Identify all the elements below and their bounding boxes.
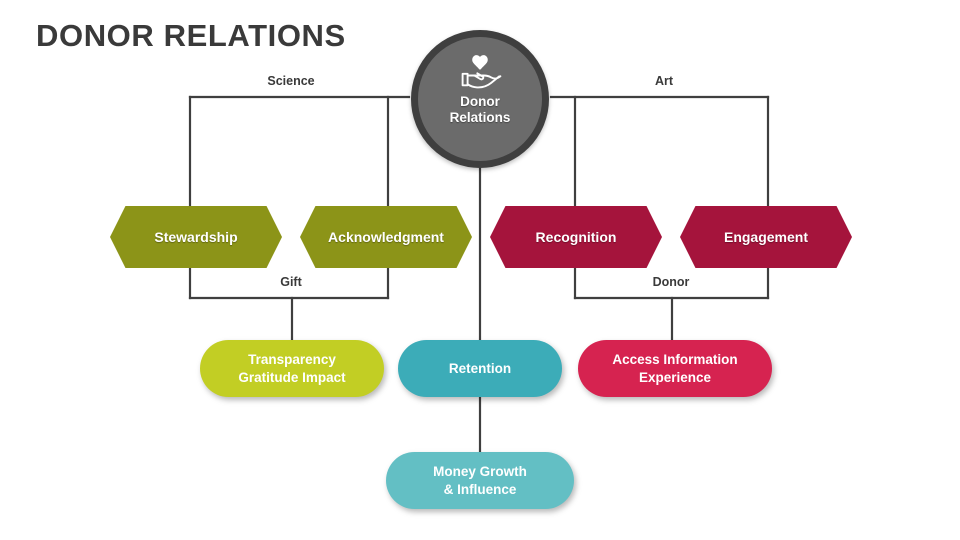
hexagon-acknowledgment-label: Acknowledgment bbox=[328, 229, 444, 245]
box-transparency-label: Transparency Gratitude Impact bbox=[238, 351, 345, 386]
hexagon-engagement[interactable]: Engagement bbox=[680, 206, 852, 268]
center-node-label-line1: Donor bbox=[460, 94, 500, 109]
box-retention-label: Retention bbox=[448, 360, 512, 376]
hexagon-stewardship-label: Stewardship bbox=[154, 229, 238, 245]
page-title: DONOR RELATIONS bbox=[36, 18, 346, 53]
box-transparency-line1: Transparency bbox=[248, 351, 336, 367]
box-access-label: Access Information Experience bbox=[612, 351, 737, 386]
box-money-line2: & Influence bbox=[443, 481, 517, 497]
center-node-label: Donor Relations bbox=[450, 94, 511, 126]
box-transparency-line2: Gratitude Impact bbox=[238, 369, 346, 385]
branch-label-donor: Donor bbox=[646, 275, 696, 289]
box-access-line1: Access Information bbox=[612, 351, 738, 367]
hexagon-recognition-label: Recognition bbox=[535, 229, 617, 245]
hexagon-recognition[interactable]: Recognition bbox=[490, 206, 662, 268]
box-retention[interactable]: Retention bbox=[398, 340, 562, 397]
hexagon-engagement-label: Engagement bbox=[723, 229, 808, 245]
box-money-growth-influence[interactable]: Money Growth & Influence bbox=[386, 452, 574, 509]
box-money-line1: Money Growth bbox=[433, 463, 527, 479]
branch-label-gift: Gift bbox=[274, 275, 308, 289]
box-access-information-experience[interactable]: Access Information Experience bbox=[578, 340, 772, 397]
box-money-label: Money Growth & Influence bbox=[433, 463, 527, 498]
box-access-line2: Experience bbox=[638, 369, 712, 385]
center-node-donor-relations[interactable]: Donor Relations bbox=[411, 30, 549, 168]
hexagon-acknowledgment[interactable]: Acknowledgment bbox=[300, 206, 472, 268]
box-transparency-gratitude-impact[interactable]: Transparency Gratitude Impact bbox=[200, 340, 384, 397]
hexagon-stewardship[interactable]: Stewardship bbox=[110, 206, 282, 268]
heart-in-hand-icon bbox=[461, 55, 502, 89]
branch-label-science: Science bbox=[261, 74, 321, 88]
center-node-label-line2: Relations bbox=[449, 109, 511, 125]
branch-label-art: Art bbox=[648, 74, 680, 88]
